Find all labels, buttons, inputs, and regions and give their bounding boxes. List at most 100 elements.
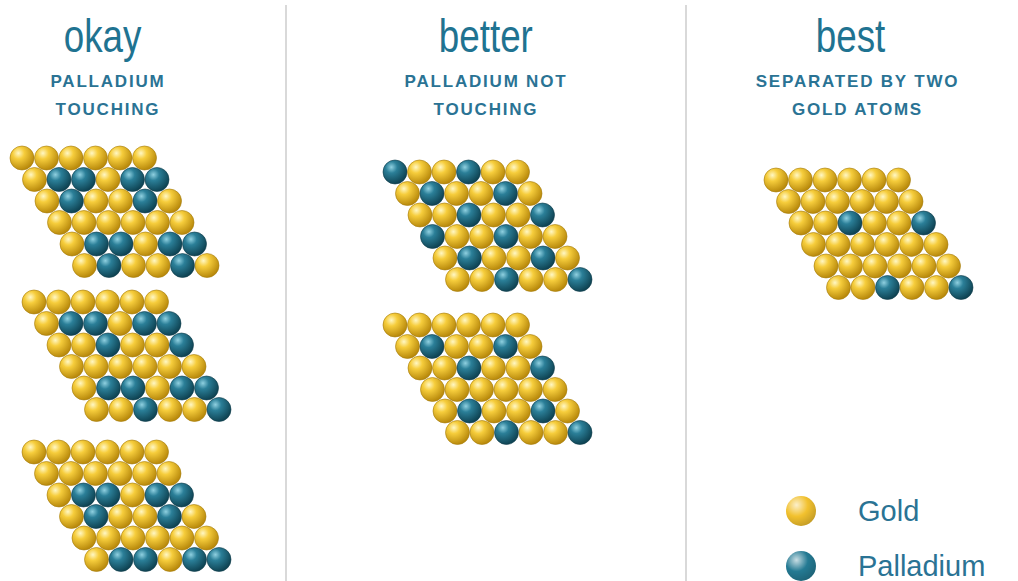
palladium-atom [495, 268, 519, 292]
gold-atom [543, 378, 567, 402]
palladium-atom [157, 312, 181, 336]
gold-atom [814, 211, 838, 235]
gold-atom [432, 160, 456, 184]
palladium-atom [457, 203, 481, 227]
gold-atom [120, 440, 144, 464]
gold-atom [408, 356, 432, 380]
gold-atom [71, 290, 95, 314]
palladium-atom [912, 211, 936, 235]
gold-atom [446, 421, 470, 445]
legend-label: Gold [858, 494, 919, 528]
column-divider [685, 5, 687, 581]
gold-atom [97, 211, 121, 235]
palladium-atom [133, 189, 157, 213]
gold-atom [888, 254, 912, 278]
palladium-atom [134, 398, 158, 422]
gold-atom [862, 168, 886, 192]
palladium-atom [458, 399, 482, 423]
palladium-atom [207, 548, 231, 572]
gold-atom [518, 335, 542, 359]
gold-atom [519, 378, 543, 402]
palladium-atom [457, 160, 481, 184]
gold-atom [145, 333, 169, 357]
gold-atom [10, 146, 34, 170]
gold-atom [445, 225, 469, 249]
gold-atom [518, 182, 542, 206]
gold-atom [826, 190, 850, 214]
gold-atom [84, 189, 108, 213]
gold-atom [875, 190, 899, 214]
gold-atom [789, 168, 813, 192]
palladium-atom [494, 335, 518, 359]
gold-atom [470, 421, 494, 445]
gold-atom [195, 526, 219, 550]
palladium-atom [458, 246, 482, 270]
gold-atom [121, 526, 145, 550]
gold-atom [47, 333, 71, 357]
gold-atom [47, 483, 71, 507]
gold-atom [482, 356, 506, 380]
gold-atom [470, 268, 494, 292]
palladium-atom [838, 211, 862, 235]
gold-atom [887, 211, 911, 235]
gold-atom [519, 268, 543, 292]
palladium-atom [145, 483, 169, 507]
gold-atom [59, 462, 83, 486]
gold-atom [85, 398, 109, 422]
palladium-atom [183, 232, 207, 256]
column-heading: better [439, 10, 533, 62]
gold-atom [507, 399, 531, 423]
palladium-atom [183, 548, 207, 572]
gold-atom [481, 160, 505, 184]
gold-atom [924, 233, 948, 257]
palladium-atom [420, 182, 444, 206]
palladium-atom [134, 548, 158, 572]
gold-atom [121, 483, 145, 507]
gold-atom [506, 160, 530, 184]
palladium-atom [96, 483, 120, 507]
gold-atom [469, 182, 493, 206]
gold-atom [157, 462, 181, 486]
gold-atom [109, 355, 133, 379]
gold-atom [813, 168, 837, 192]
gold-atom [899, 190, 923, 214]
gold-atom [396, 335, 420, 359]
gold-atom [35, 189, 59, 213]
gold-atom [506, 313, 530, 337]
gold-atom [158, 398, 182, 422]
gold-atom [802, 233, 826, 257]
gold-atom [60, 232, 84, 256]
gold-atom [433, 399, 457, 423]
column-divider [285, 5, 287, 581]
gold-atom [925, 276, 949, 300]
gold-atom [900, 276, 924, 300]
gold-atom [122, 254, 146, 278]
palladium-atom [158, 232, 182, 256]
palladium-atom [60, 189, 84, 213]
gold-atom [851, 276, 875, 300]
gold-atom [121, 211, 145, 235]
gold-atom [146, 376, 170, 400]
gold-atom [801, 190, 825, 214]
gold-atom [133, 505, 157, 529]
gold-atom [22, 440, 46, 464]
gold-atom [408, 160, 432, 184]
gold-atom [863, 211, 887, 235]
palladium-atom [145, 168, 169, 192]
palladium-atom [531, 246, 555, 270]
gold-atom [421, 378, 445, 402]
gold-atom [764, 168, 788, 192]
gold-atom [506, 356, 530, 380]
palladium-atom [59, 312, 83, 336]
gold-atom [482, 399, 506, 423]
gold-atom [72, 333, 96, 357]
gold-atom [543, 225, 567, 249]
gold-atom [109, 505, 133, 529]
gold-atom [182, 505, 206, 529]
column-subtitle: PALLADIUM NOT TOUCHING [400, 68, 572, 124]
gold-atom [838, 168, 862, 192]
palladium-atom [121, 376, 145, 400]
palladium-atom [72, 483, 96, 507]
gold-atom [433, 203, 457, 227]
gold-atom [170, 211, 194, 235]
